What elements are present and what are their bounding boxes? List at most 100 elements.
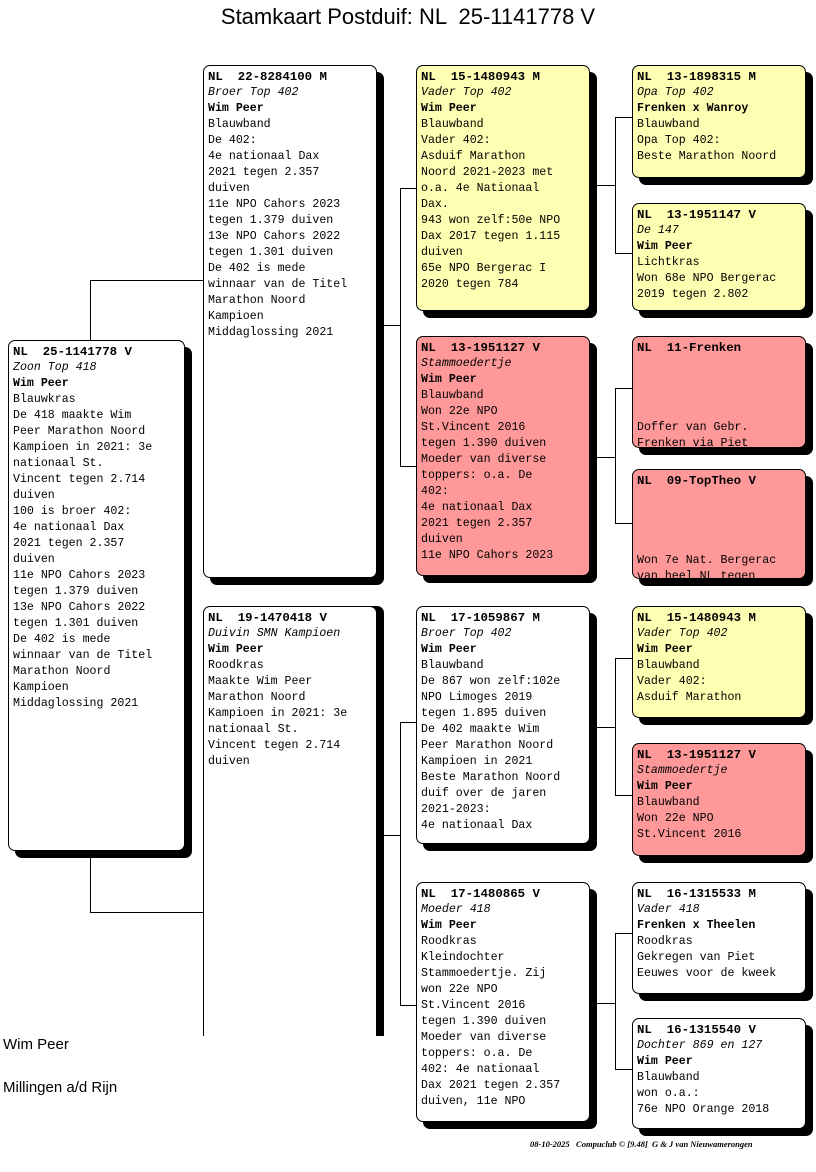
connector-line (90, 280, 203, 281)
details-line: Kampioen (208, 310, 264, 323)
details-line: van heel NL tegen (637, 570, 756, 579)
details-line: 4e nationaal Dax (208, 150, 320, 163)
details-line (637, 537, 805, 553)
ring-number: NL 19-1470418 V (208, 611, 327, 625)
ring-number: NL 17-1480865 V (421, 887, 540, 901)
breeder: Wim Peer (208, 102, 264, 115)
breeder: Wim Peer (13, 377, 69, 390)
details-line: 943 won zelf:50e NPO (421, 214, 561, 227)
breeder: Wim Peer (421, 102, 477, 115)
details-line: duiven (13, 553, 55, 566)
details-line: 11e NPO Cahors 2023 (421, 549, 554, 562)
connector-line (615, 117, 632, 118)
details-line (637, 388, 805, 404)
details-line: Kampioen (13, 681, 69, 694)
details-line (637, 404, 805, 420)
pigeon-name: De 147 (637, 224, 679, 237)
ring-number: NL 16-1315533 M (637, 887, 756, 901)
details-line: tegen 1.379 duiven (208, 214, 334, 227)
details-line: Vincent tegen 2.714 (13, 473, 146, 486)
connector-line (90, 912, 203, 913)
details-line: tegen 1.379 duiven (13, 585, 139, 598)
details-line: tegen 1.301 duiven (208, 246, 334, 259)
ring-number: NL 13-1951127 V (421, 341, 540, 355)
pigeon-name: Dochter 869 en 127 (637, 1039, 763, 1052)
details-line: 100 is broer 402: (13, 505, 132, 518)
connector-line (615, 658, 616, 795)
details-line: 11e NPO Cahors 2023 (13, 569, 146, 582)
details-line: St.Vincent 2016 (421, 999, 526, 1012)
details-line: Peer Marathon Noord (421, 739, 554, 752)
details-line: Blauwkras (13, 393, 76, 406)
details-line: Asduif Marathon (421, 150, 526, 163)
details-line: won o.a.: (637, 1087, 700, 1100)
details-line: Frenken via Piet (637, 437, 749, 448)
details-line: duiven (421, 533, 463, 546)
details-line: Marathon Noord (208, 294, 306, 307)
ring-number: NL 11-Frenken (637, 341, 742, 355)
details-line: Dax 2017 tegen 1.115 (421, 230, 561, 243)
details-line: duiven (421, 246, 463, 259)
connector-line (400, 188, 401, 466)
breeder: Wim Peer (637, 1055, 693, 1068)
details-line: Blauwband (421, 389, 484, 402)
details-line: Gekregen van Piet (637, 951, 756, 964)
details-line: Doffer van Gebr. (637, 421, 749, 434)
details-line: Blauwband (637, 1071, 700, 1084)
details-line: Roodkras (637, 935, 693, 948)
details-line: De 418 maakte Wim (13, 409, 132, 422)
breeder: Wim Peer (637, 240, 693, 253)
connector-line (596, 185, 615, 186)
details-line: Marathon Noord (208, 691, 306, 704)
details-line (637, 521, 805, 537)
pigeon-name: Opa Top 402 (637, 86, 714, 99)
ring-number: NL 25-1141778 V (13, 345, 132, 359)
details-line: De 402 is mede (13, 633, 111, 646)
details-line: 2021 tegen 2.357 (421, 517, 533, 530)
details-line: duiven (208, 182, 250, 195)
footer-credits: 08-10-2025 Compuclub © [9.48] G & J van … (530, 1139, 753, 1149)
breeder: Frenken x Theelen (637, 919, 756, 932)
breeder: Wim Peer (637, 643, 693, 656)
pigeon-name: Stammoedertje (421, 357, 512, 370)
pigeon-name (637, 356, 805, 372)
breeder (637, 505, 805, 521)
details-line: tegen 1.301 duiven (13, 617, 139, 630)
details-line: Blauwband (637, 796, 700, 809)
details-line: tegen 1.390 duiven (421, 1015, 547, 1028)
details-line: Opa Top 402: (637, 134, 721, 147)
details-line: Noord 2021-2023 met (421, 166, 554, 179)
connector-line (615, 523, 632, 524)
details-line: De 402 is mede (208, 262, 306, 275)
details-line: De 402 maakte Wim (421, 723, 540, 736)
details-line: Won 68e NPO Bergerac (637, 272, 777, 285)
details-line: Kampioen in 2021: 3e (13, 441, 153, 454)
connector-line (615, 933, 632, 934)
pigeon-name: Vader 418 (637, 903, 700, 916)
details-line: Blauwband (421, 659, 484, 672)
connector-line (400, 188, 416, 189)
breeder: Wim Peer (421, 643, 477, 656)
connector-line (400, 722, 401, 1005)
details-line: Vader 402: (421, 134, 491, 147)
details-line: 2021-2023: (421, 803, 491, 816)
breeder: Frenken x Wanroy (637, 102, 749, 115)
details-line: Middaglossing 2021 (208, 326, 334, 339)
details-line: Won 22e NPO (421, 405, 498, 418)
connector-line (615, 253, 632, 254)
